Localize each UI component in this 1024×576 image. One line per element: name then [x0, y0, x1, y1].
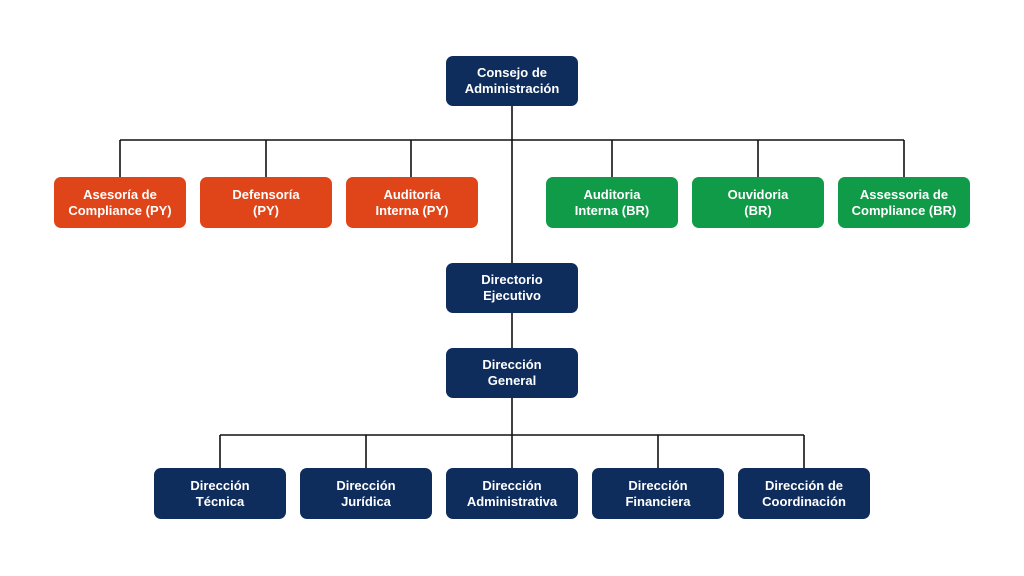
- node-label-line1: Dirección: [482, 477, 542, 493]
- defensoria-py-box: Defensoría (PY): [200, 177, 332, 228]
- node-label-line2: Interna (PY): [375, 202, 449, 218]
- directorio-ejecutivo-box: Directorio Ejecutivo: [446, 263, 578, 313]
- asesoria-compliance-py-box: Asesoría de Compliance (PY): [54, 177, 186, 228]
- direccion-juridica-box: Dirección Jurídica: [300, 468, 432, 519]
- node-label-line2: (BR): [744, 202, 772, 218]
- node-label-line2: Compliance (BR): [851, 202, 957, 218]
- node-label-line1: Dirección: [628, 477, 688, 493]
- node-label-line1: Asesoría de: [83, 186, 157, 202]
- node-label-line1: Dirección: [482, 357, 542, 372]
- node-label-line1: Dirección: [190, 477, 250, 493]
- node-label-line2: (PY): [253, 202, 279, 218]
- node-label-line1: Consejo de: [476, 65, 548, 80]
- auditoria-interna-py-box: Auditoría Interna (PY): [346, 177, 478, 228]
- direccion-general-box: Dirección General: [446, 348, 578, 398]
- node-label-line2: Técnica: [195, 493, 245, 509]
- direccion-financiera-box: Dirección Financiera: [592, 468, 724, 519]
- ouvidoria-br-box: Ouvidoria (BR): [692, 177, 824, 228]
- node-label-line1: Ouvidoria: [727, 186, 789, 202]
- node-label-line2: Interna (BR): [574, 202, 650, 218]
- node-label-line2: Ejecutivo: [483, 288, 541, 303]
- node-label-line1: Auditoría: [383, 186, 441, 202]
- node-label-line2: Jurídica: [341, 493, 391, 509]
- assessoria-compliance-br-box: Assessoria de Compliance (BR): [838, 177, 970, 228]
- node-label-line2: Administrativa: [466, 493, 558, 509]
- node-label-line2: Administración: [464, 81, 560, 96]
- consejo-de-administracion-box: Consejo de Administración: [446, 56, 578, 106]
- direccion-coordinacion-box: Dirección de Coordinación: [738, 468, 870, 519]
- node-label-line2: Compliance (PY): [68, 202, 172, 218]
- direccion-tecnica-box: Dirección Técnica: [154, 468, 286, 519]
- node-label-line2: Financiera: [625, 493, 691, 509]
- node-label-line1: Dirección de: [764, 477, 844, 493]
- node-label-line2: General: [487, 373, 537, 388]
- node-label-line1: Defensoría: [232, 186, 300, 202]
- node-label-line1: Assessoria de: [859, 186, 949, 202]
- node-label-line1: Auditoria: [583, 186, 641, 202]
- auditoria-interna-br-box: Auditoria Interna (BR): [546, 177, 678, 228]
- node-label-line2: Coordinación: [762, 493, 846, 509]
- node-label-line1: Directorio: [481, 272, 543, 287]
- node-label-line1: Dirección: [336, 477, 396, 493]
- direccion-administrativa-box: Dirección Administrativa: [446, 468, 578, 519]
